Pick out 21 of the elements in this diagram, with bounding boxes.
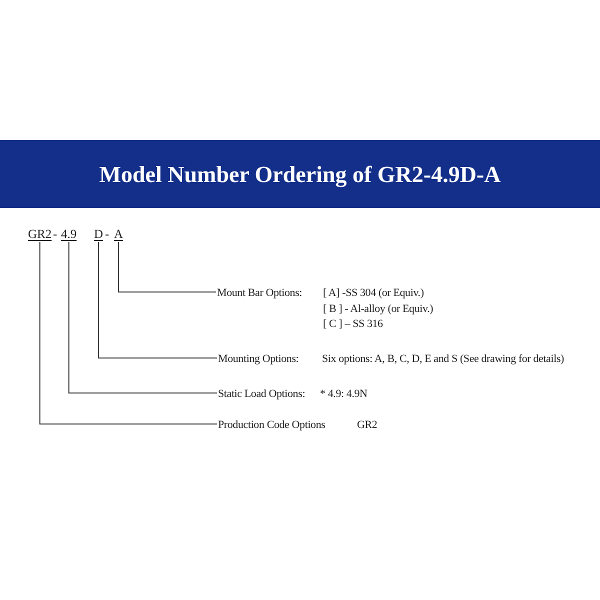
- option-label: Static Load Options:: [218, 387, 306, 401]
- code-separator: -: [105, 227, 110, 242]
- leader-line: [39, 242, 218, 424]
- option-value: [ A] -SS 304 (or Equiv.): [323, 286, 424, 300]
- option-label: Production Code Options: [218, 418, 326, 432]
- option-label: Mounting Options:: [218, 352, 299, 366]
- leader-line: [98, 242, 218, 358]
- option-value: Six options: A, B, C, D, E and S (See drawing for details): [322, 352, 564, 366]
- model-code-text: 4.9: [61, 227, 77, 242]
- leader-line: [68, 242, 218, 394]
- option-label: Mount Bar Options:: [217, 286, 302, 300]
- option-value: * 4.9: 4.9N: [320, 387, 368, 401]
- leader-line: [118, 242, 216, 292]
- option-value: [ C ] – SS 316: [323, 317, 383, 331]
- model-code-text: A: [114, 227, 124, 242]
- title-text: Model Number Ordering of GR2-4.9D-A: [99, 162, 501, 188]
- option-value: GR2: [357, 418, 378, 432]
- model-code-text: D: [94, 227, 104, 242]
- model-code-text: GR2: [28, 227, 52, 242]
- option-value: [ B ] - Al-alloy (or Equiv.): [323, 302, 434, 316]
- code-separator: -: [53, 227, 58, 242]
